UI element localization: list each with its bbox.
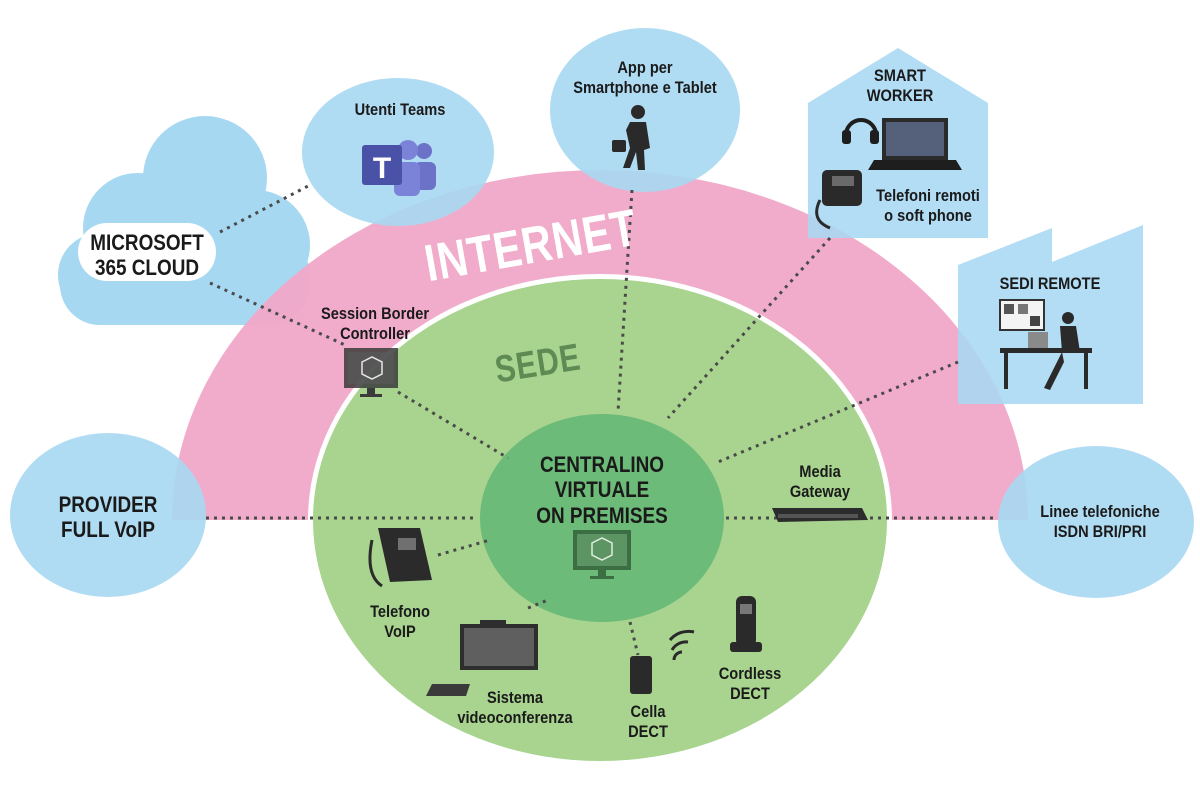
video-conference-icon xyxy=(426,620,538,696)
teams-label-text: Utenti Teams xyxy=(354,100,446,119)
cloud-label: MICROSOFT 365 CLOUD xyxy=(83,230,212,281)
linee-line2: ISDN BRI/PRI xyxy=(1053,521,1147,541)
laptop-icon xyxy=(868,118,962,170)
office-worker-icon xyxy=(999,299,1092,390)
smart-worker-line2: WORKER xyxy=(866,85,934,105)
cloud-label-line2: 365 CLOUD xyxy=(94,255,200,281)
teams-label: Utenti Teams xyxy=(340,100,460,120)
linee-bubble xyxy=(998,446,1194,598)
media-gateway-icon xyxy=(772,508,868,522)
headset-earcup-icon xyxy=(870,130,879,144)
media-gateway-line1: Media xyxy=(799,462,841,481)
smart-worker-label: SMART WORKER xyxy=(848,66,951,105)
app-bubble xyxy=(550,28,740,192)
smart-worker-sublabel: Telefoni remoti o soft phone xyxy=(868,186,988,225)
sbc-monitor-icon xyxy=(344,348,398,397)
telefono-line2: VoIP xyxy=(384,621,416,641)
video-line2: videoconferenza xyxy=(457,707,573,727)
provider-line1: PROVIDER xyxy=(58,492,158,517)
smart-worker-sub1: Telefoni remoti xyxy=(876,186,980,205)
dect-cell-icon xyxy=(630,656,652,694)
sbc-line1: Session Border xyxy=(320,304,430,323)
sbc-line2: Controller xyxy=(340,323,410,343)
telefono-label: Telefono VoIP xyxy=(357,602,443,641)
cordless-line2: DECT xyxy=(730,683,770,703)
cordless-line1: Cordless xyxy=(718,664,782,683)
desk-phone-icon xyxy=(815,170,862,230)
app-label-line1: App per xyxy=(617,58,673,77)
smart-worker-line1: SMART xyxy=(873,66,926,85)
wifi-signal-icon xyxy=(668,629,695,661)
centralino-line3: ON PREMISES xyxy=(536,502,668,528)
provider-bubble xyxy=(10,433,206,597)
walking-phone-user-icon xyxy=(612,105,650,170)
linee-label: Linee telefoniche ISDN BRI/PRI xyxy=(1031,502,1169,541)
centralino-line1: CENTRALINO xyxy=(539,452,665,477)
centralino-line2: VIRTUALE xyxy=(554,477,650,503)
centralino-area xyxy=(480,414,724,622)
headset-earcup-icon xyxy=(842,130,851,144)
telefono-line1: Telefono xyxy=(370,602,430,621)
video-label: Sistema videoconferenza xyxy=(451,688,580,727)
connectors xyxy=(206,183,998,656)
cordless-phone-icon xyxy=(730,596,762,652)
cloud-shape xyxy=(58,116,310,325)
cordless-label: Cordless DECT xyxy=(707,664,793,703)
cloud-label-line1: MICROSOFT xyxy=(90,230,204,255)
sedi-remote-label: SEDI REMOTE xyxy=(994,274,1106,294)
teams-icon: T xyxy=(362,140,436,196)
media-gateway-label: Media Gateway xyxy=(777,462,863,501)
provider-label: PROVIDER FULL VoIP xyxy=(48,492,168,543)
cloud-inner-white xyxy=(78,223,216,281)
video-line1: Sistema xyxy=(486,688,544,707)
svg-text:T: T xyxy=(373,152,391,185)
headset-icon xyxy=(844,118,878,136)
cella-line1: Cella xyxy=(630,702,666,721)
centralino-monitor-icon xyxy=(573,530,631,579)
provider-line2: FULL VoIP xyxy=(61,517,155,543)
sbc-label: Session Border Controller xyxy=(311,304,440,343)
app-label-line2: Smartphone e Tablet xyxy=(573,77,717,97)
cella-line2: DECT xyxy=(628,721,668,741)
cella-label: Cella DECT xyxy=(614,702,683,741)
media-gateway-line2: Gateway xyxy=(789,481,851,501)
voip-phone-icon xyxy=(368,528,432,588)
linee-line1: Linee telefoniche xyxy=(1040,502,1160,521)
sedi-remote-text: SEDI REMOTE xyxy=(999,274,1101,293)
centralino-label: CENTRALINO VIRTUALE ON PREMISES xyxy=(525,452,680,528)
app-label: App per Smartphone e Tablet xyxy=(555,58,736,97)
smart-worker-sub2: o soft phone xyxy=(884,205,972,225)
